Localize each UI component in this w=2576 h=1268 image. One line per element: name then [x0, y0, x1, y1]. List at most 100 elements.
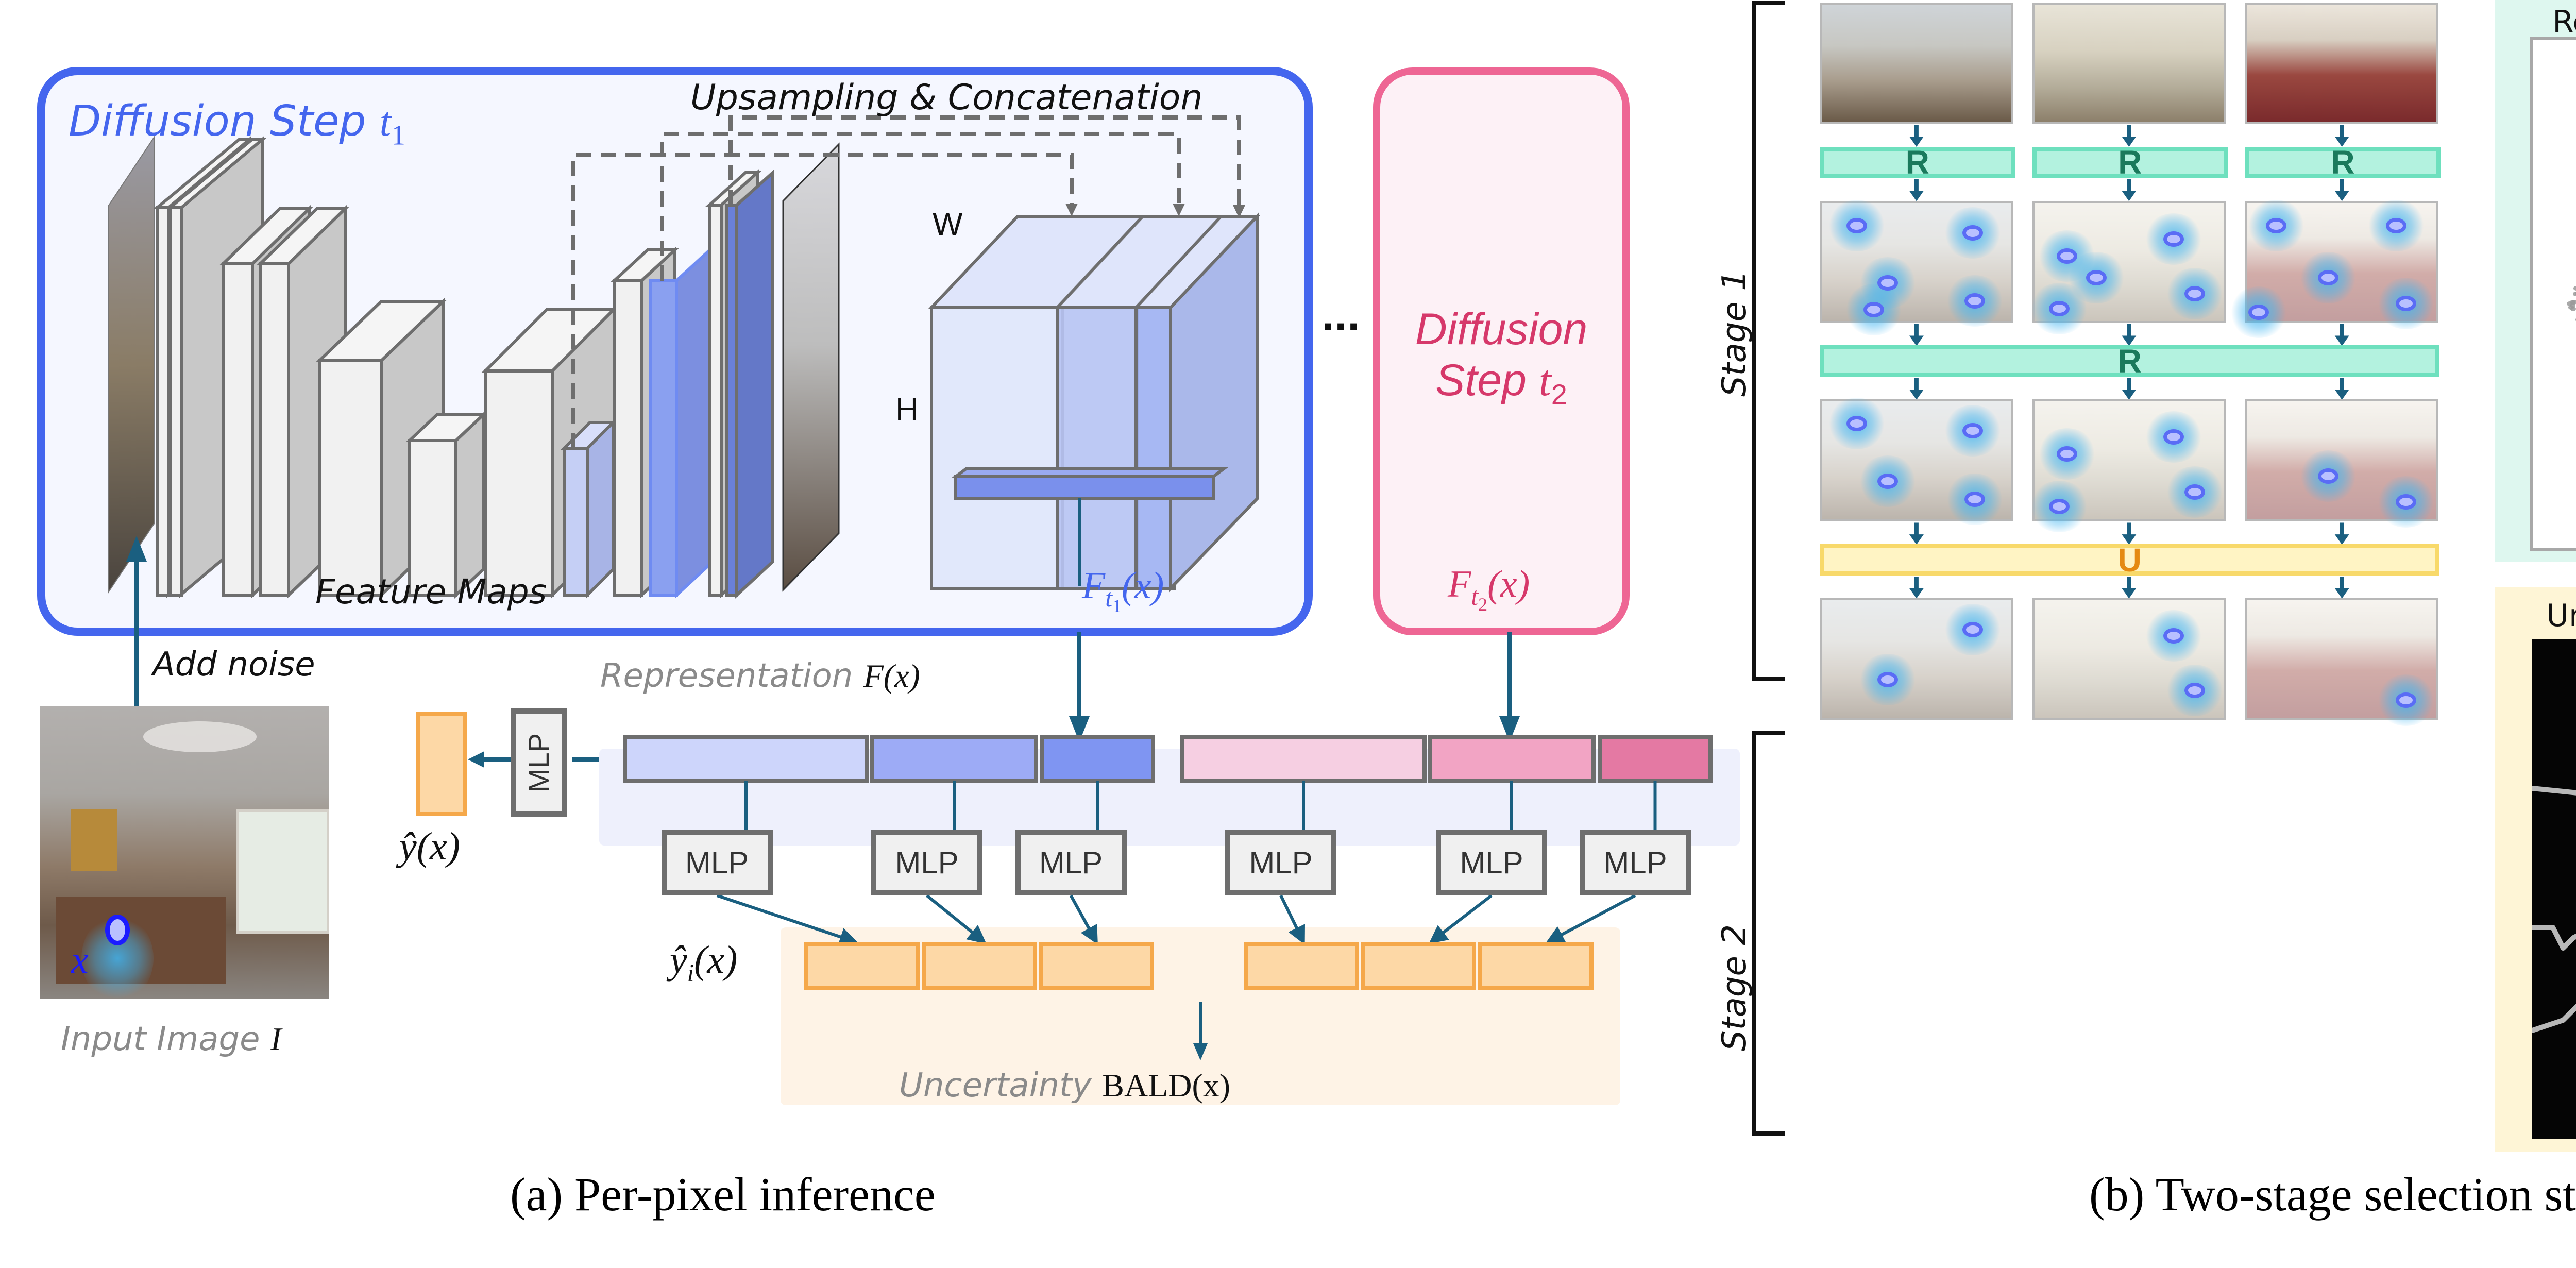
- feature-point: [2566, 301, 2572, 307]
- selected-pixel-point: [2184, 286, 2205, 302]
- selected-pixel-point: [2318, 468, 2339, 484]
- arrowhead: [1909, 136, 1924, 147]
- prediction-box: [1039, 942, 1154, 990]
- input-image: x: [40, 706, 329, 999]
- global-mlp-label: MLP: [522, 733, 555, 792]
- selected-pixel-point: [2184, 683, 2205, 699]
- head-output-arrow: [1069, 894, 1098, 945]
- stage-2-bracket: [1752, 731, 1785, 1136]
- representation-panel: Representation-based (F(x)): [2495, 0, 2576, 562]
- skip-arrowhead: [1173, 204, 1185, 216]
- edge-map: [2532, 786, 2576, 1033]
- selected-pixel-point: [2163, 628, 2184, 644]
- arrowhead: [1909, 191, 1924, 201]
- representation-panel-title: Representation-based (F(x)): [2552, 4, 2576, 40]
- yhat-label: ŷ(x): [399, 825, 461, 868]
- arrowhead: [2334, 588, 2349, 599]
- prediction-box: [1478, 942, 1594, 990]
- stage-brackets: [1752, 1, 1785, 1136]
- uncertainty-panel-title: Uncertainty-based (BALD(x)): [2546, 598, 2576, 634]
- step-1-title: Diffusion Step t1: [69, 97, 405, 151]
- wall-art: [71, 809, 117, 871]
- representation-segment: [1428, 735, 1596, 783]
- dim-w-label: W: [933, 207, 963, 242]
- bedroom-image: [1820, 2, 2013, 125]
- selected-pixel-point: [2086, 270, 2107, 286]
- mlp-head-label: MLP: [895, 845, 959, 880]
- prediction-box: [1244, 942, 1359, 990]
- dim-h-label: H: [895, 392, 919, 428]
- selected-pixel-point: [2163, 429, 2184, 445]
- representation-segment: [623, 735, 869, 783]
- selected-pixel-point: [1877, 672, 1898, 688]
- arrowhead: [2334, 534, 2349, 545]
- yhat-i-label: ŷi(x): [670, 938, 738, 987]
- skip-arrowhead: [1233, 205, 1245, 218]
- selected-pixel-point: [2266, 217, 2287, 233]
- representation-segment: [1040, 735, 1155, 783]
- mlp-head: MLP: [661, 830, 773, 895]
- mlp-head-label: MLP: [1039, 845, 1103, 880]
- arrowhead: [2122, 136, 2137, 147]
- arrowhead: [2334, 191, 2349, 201]
- selected-pixel-point: [2395, 692, 2416, 708]
- feature-point: [2573, 285, 2576, 291]
- prediction-box: [1361, 942, 1476, 990]
- noisy-input-plane: [108, 134, 155, 595]
- feature-point: [2568, 305, 2574, 310]
- ellipsis: ...: [1321, 289, 1361, 341]
- arrowhead: [2334, 390, 2349, 400]
- selected-pixel-point: [1962, 622, 1983, 638]
- mlp-head: MLP: [1580, 830, 1691, 895]
- uncertainty-label: Uncertainty BALD(x): [899, 1067, 1231, 1105]
- pixel-feature-vector: [954, 475, 1215, 500]
- step-2-line1: Diffusion: [1415, 305, 1588, 354]
- selected-pixel-point: [1846, 217, 1867, 233]
- mlp-head: MLP: [1436, 830, 1547, 895]
- r-box-per-image: R: [2245, 144, 2441, 181]
- f-t2-label: Ft2(x): [1448, 563, 1530, 615]
- decoder-feature-maps: [560, 169, 774, 599]
- representation-segment: [1598, 735, 1713, 783]
- step-2-title: Diffusion Step t2: [1377, 304, 1626, 411]
- representation-label: Representation F(x): [600, 657, 920, 695]
- mlp-head: MLP: [871, 830, 982, 895]
- caption-b: (b) Two-stage selection strategy: [2089, 1168, 2576, 1221]
- selected-pixel-point: [2163, 231, 2184, 247]
- skip-connection-lines: [571, 115, 1241, 448]
- selected-pixel-point: [1877, 473, 1898, 489]
- add-noise-label: Add noise: [152, 646, 315, 684]
- arrowhead: [1909, 588, 1924, 599]
- stage-2-label: Stage 2: [1716, 924, 1754, 1051]
- output-image-plane: [782, 142, 840, 592]
- mlp-head-label: MLP: [1460, 845, 1523, 880]
- arrowhead: [468, 751, 484, 768]
- head-output-arrow: [1279, 894, 1305, 945]
- pixel-x-label: x: [71, 938, 89, 982]
- u-box: U: [1820, 542, 2440, 579]
- arrowhead: [2334, 335, 2349, 346]
- window: [236, 809, 329, 934]
- selected-pixel: [105, 915, 130, 945]
- global-mlp-block: MLP: [511, 708, 567, 817]
- selected-pixel-point: [2057, 248, 2078, 264]
- upsampling-label: Upsampling & Concatenation: [690, 77, 1203, 118]
- r-box-per-image: R: [1820, 144, 2015, 181]
- selected-pixel-point: [1863, 301, 1885, 317]
- step-1-title-text: Diffusion Step: [69, 97, 366, 146]
- feature-point: [2572, 292, 2576, 297]
- selected-pixel-point: [2049, 300, 2070, 316]
- r-box-joint: R: [1820, 343, 2440, 380]
- mlp-head: MLP: [1225, 830, 1336, 895]
- step-2-line2: Step t2: [1435, 355, 1567, 411]
- head-output-arrow: [1429, 894, 1493, 944]
- arrowhead: [2122, 335, 2137, 346]
- selected-pixel-point: [1964, 492, 1985, 508]
- feature-maps-label: Feature Maps: [315, 572, 547, 612]
- arrowhead: [1193, 1043, 1208, 1060]
- arrowhead: [2122, 534, 2137, 545]
- caption-a: (a) Per-pixel inference: [510, 1168, 936, 1221]
- mlp-head-connectors: [716, 781, 1657, 946]
- ceiling-fan: [143, 721, 257, 752]
